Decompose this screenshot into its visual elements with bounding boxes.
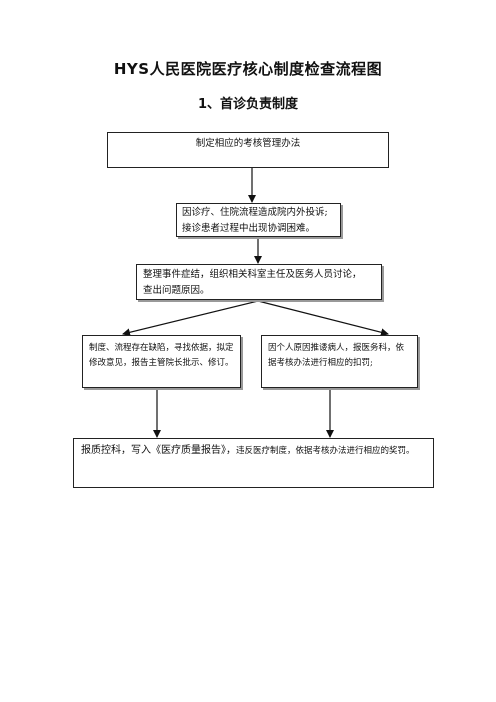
step5-small-text: 违反医疗制度，依据考核办法进行相应的奖罚。 (236, 446, 415, 456)
page-title: HYS人民医院医疗核心制度检查流程图 (113, 60, 383, 78)
arrow-step3-to-left (122, 300, 259, 337)
step4-right-line2: 据考核办法进行相应的扣罚; (268, 358, 373, 368)
step1-text: 制定相应的考核管理办法 (195, 138, 301, 149)
flow-box-analysis: 整理事件症结，组织相关科室主任及医务人员讨论， 查出问题原因。 (136, 264, 382, 300)
step2-text-line2: 接诊患者过程中出现协调困难。 (182, 223, 316, 234)
step3-text-line1: 整理事件症结，组织相关科室主任及医务人员讨论， (143, 269, 362, 280)
step2-text-line1: 因诊疗、住院流程造成院内外投诉; (182, 207, 328, 218)
step5-main-text: 报质控科，写入《医疗质量报告》， (81, 445, 236, 456)
flow-box-complaint: 因诊疗、住院流程造成院内外投诉; 接诊患者过程中出现协调困难。 (176, 203, 341, 237)
section-subtitle: 1、首诊负责制度 (197, 97, 299, 112)
step3-text-line2: 查出问题原因。 (143, 285, 210, 296)
flow-box-system-defect: 制度、流程存在缺陷，寻找依据，拟定 修改意见，报告主管院长批示、修订。 (82, 335, 241, 388)
step4-left-line1: 制度、流程存在缺陷，寻找依据，拟定 (89, 343, 234, 353)
flow-box-quality-report: 报质控科，写入《医疗质量报告》，违反医疗制度，依据考核办法进行相应的奖罚。 (73, 438, 434, 488)
flow-box-personal-fault: 因个人原因推诿病人，报医务科，依 据考核办法进行相应的扣罚; (261, 335, 418, 388)
flow-box-management-method: 制定相应的考核管理办法 (107, 132, 389, 168)
arrow-step3-to-right (257, 300, 389, 337)
step4-left-line2: 修改意见，报告主管院长批示、修订。 (89, 358, 234, 368)
step4-right-line1: 因个人原因推诿病人，报医务科，依 (268, 343, 405, 353)
